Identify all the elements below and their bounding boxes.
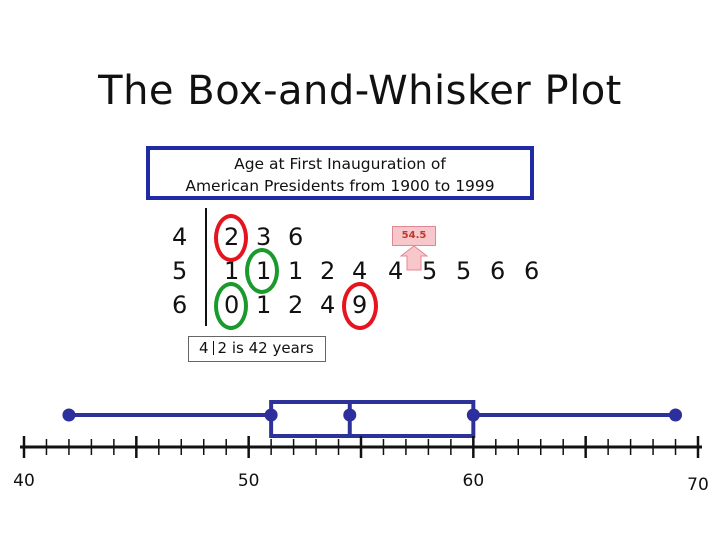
stem-6: 6 — [172, 291, 188, 319]
stem-divider — [205, 208, 207, 326]
leaf: 1 — [224, 257, 240, 285]
q1-point — [264, 408, 278, 422]
leaf: 4 — [320, 291, 336, 319]
leaf: 3 — [256, 223, 272, 251]
leaf: 2 — [320, 257, 336, 285]
axis-tick-label: 70 — [687, 475, 709, 495]
leaf: 1 — [256, 291, 272, 319]
stem-4: 4 — [172, 223, 188, 251]
leaf: 6 — [490, 257, 506, 285]
axis-tick-label: 40 — [13, 471, 35, 491]
median-callout: 54.5 — [392, 226, 436, 246]
leaf: 6 — [288, 223, 304, 251]
axis-tick-label: 60 — [463, 471, 485, 491]
max-point — [669, 408, 683, 422]
leaf: 4 — [388, 257, 404, 285]
median-arrow-icon — [400, 246, 428, 271]
iqr-box — [269, 400, 476, 438]
caption-line-1: Age at First Inauguration of — [234, 155, 446, 173]
q3-ring — [214, 282, 248, 330]
median-point — [343, 408, 357, 422]
caption-line-2: American Presidents from 1900 to 1999 — [185, 177, 495, 195]
q1-ring — [245, 248, 279, 294]
key-divider — [212, 341, 214, 355]
leaf: 5 — [422, 257, 438, 285]
key-leaf-text: 2 is 42 years — [217, 339, 314, 357]
stem-and-leaf-plot: 4 5 6 2 3 6 1 1 1 2 4 4 5 5 6 6 0 1 2 4 … — [172, 208, 540, 330]
stem-leaf-key: 4 2 is 42 years — [188, 336, 326, 362]
data-caption-box: Age at First Inauguration of American Pr… — [146, 146, 534, 200]
min-point — [62, 408, 76, 422]
box-and-whisker-plot: 40 50 60 70 — [13, 400, 709, 495]
q3-point — [466, 408, 480, 422]
leaf: 4 — [352, 257, 368, 285]
min-value-ring — [214, 214, 248, 262]
leaf: 1 — [288, 257, 304, 285]
max-value-ring — [342, 282, 378, 330]
stem-5: 5 — [172, 257, 188, 285]
axis-tick-label: 50 — [238, 471, 260, 491]
leaf: 6 — [524, 257, 540, 285]
leaf: 5 — [456, 257, 472, 285]
key-stem: 4 — [199, 339, 209, 357]
slide-title: The Box-and-Whisker Plot — [98, 68, 622, 114]
leaf: 2 — [288, 291, 304, 319]
